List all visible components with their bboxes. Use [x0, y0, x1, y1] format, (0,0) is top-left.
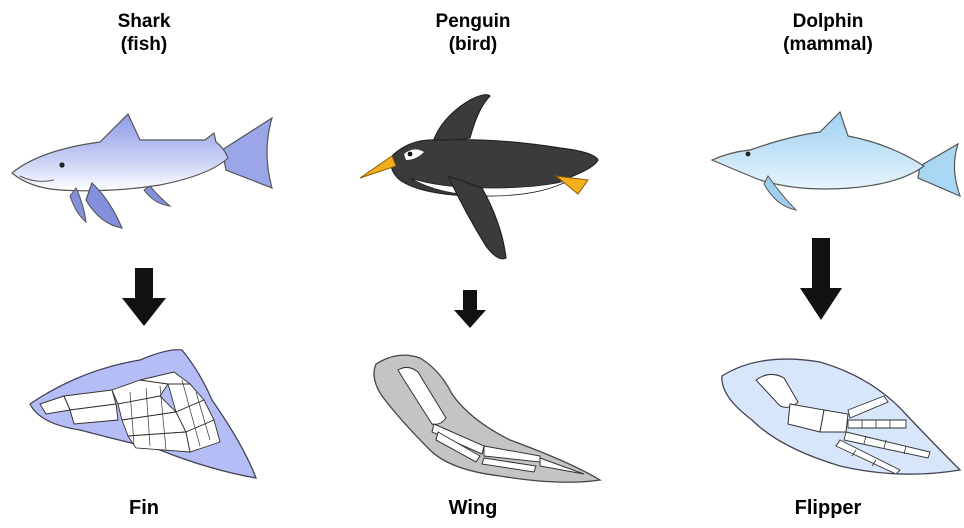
shark-eye-icon	[59, 162, 64, 167]
wing-label: Wing	[373, 497, 573, 520]
fin-skeleton-illustration	[30, 350, 256, 478]
penguin-arrow-icon	[454, 290, 486, 328]
penguin-illustration	[360, 95, 598, 259]
wing-skeleton-illustration	[374, 355, 600, 482]
flipper-label: Flipper	[728, 497, 928, 520]
fin-label: Fin	[44, 497, 244, 520]
penguin-eye-icon	[408, 152, 413, 157]
dolphin-eye-icon	[746, 152, 751, 157]
flipper-skeleton-illustration	[722, 359, 960, 474]
shark-arrow-icon	[122, 268, 166, 326]
dolphin-illustration	[712, 112, 960, 210]
shark-illustration	[12, 114, 272, 228]
dolphin-arrow-icon	[800, 238, 842, 320]
